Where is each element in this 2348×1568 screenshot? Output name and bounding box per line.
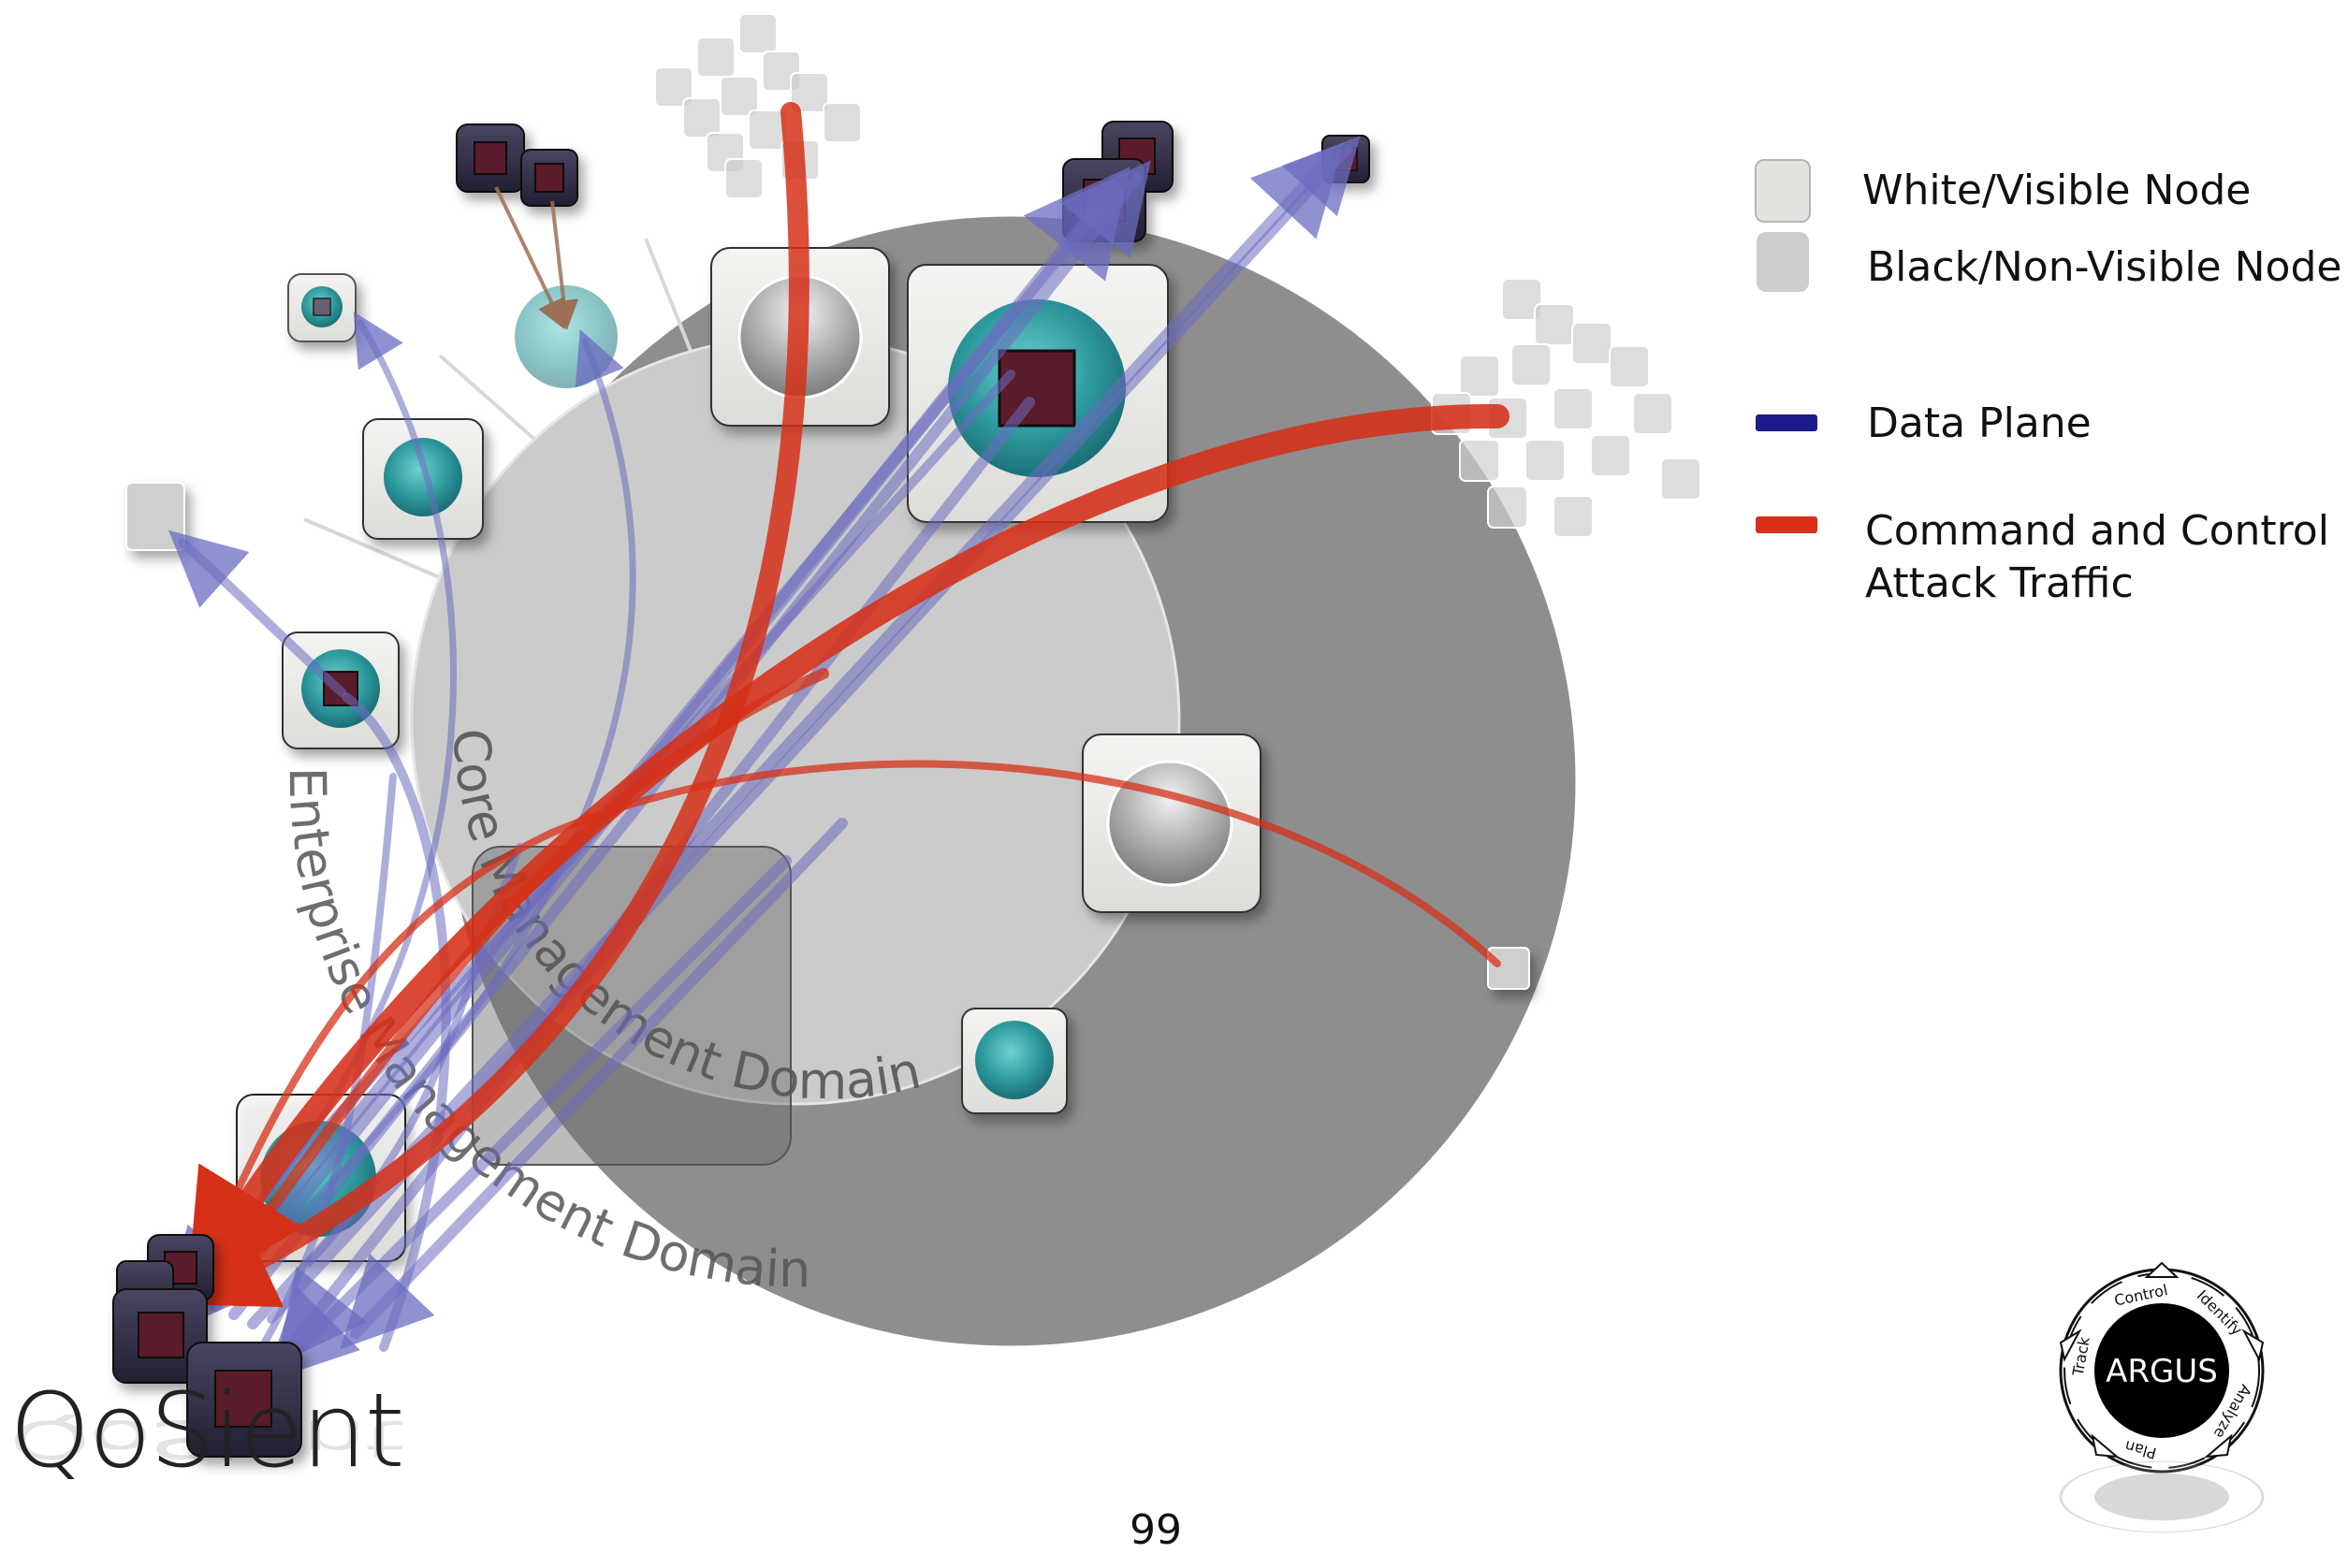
command-control-flows (168, 102, 1509, 1308)
external-node-grey-left (125, 482, 185, 551)
external-node-small-teal (287, 273, 357, 342)
command-control-swatch (1756, 516, 1817, 533)
legend-data-plane: Data Plane (1867, 399, 2092, 447)
data-plane-swatch (1756, 414, 1817, 431)
legend-black-node: Black/Non-Visible Node (1867, 243, 2342, 291)
legend-command-control-1: Command and Control (1865, 507, 2329, 555)
argus-logo-reflection (2059, 1460, 2265, 1533)
node-enterprise-top (515, 285, 618, 388)
page-number: 99 (1130, 1506, 1182, 1554)
external-dark-nodes-top-left (456, 123, 578, 207)
target-dark-nodes (112, 1234, 302, 1458)
qosient-logo: QoSient (9, 1371, 405, 1490)
node-enterprise-left-1 (362, 418, 484, 540)
legend-command-control-2: Attack Traffic (1865, 559, 2134, 607)
brown-flows (494, 186, 579, 330)
white-node-swatch (1755, 159, 1811, 223)
legend-white-node: White/Visible Node (1862, 167, 2252, 214)
node-cluster-right (1431, 278, 1701, 538)
node-core-right-grey (1082, 733, 1262, 913)
qosient-logo-reflection: QoSient (9, 1409, 403, 1469)
argus-center-label: ARGUS (2106, 1353, 2218, 1390)
node-cluster-top (654, 13, 862, 199)
external-node-grey-right (1487, 947, 1530, 990)
argus-cycle-logo: ARGUS Control Identify Analyze Plan Trac… (2059, 1261, 2265, 1474)
black-node-swatch (1757, 232, 1809, 292)
node-core-bottom-teal (961, 1008, 1068, 1114)
